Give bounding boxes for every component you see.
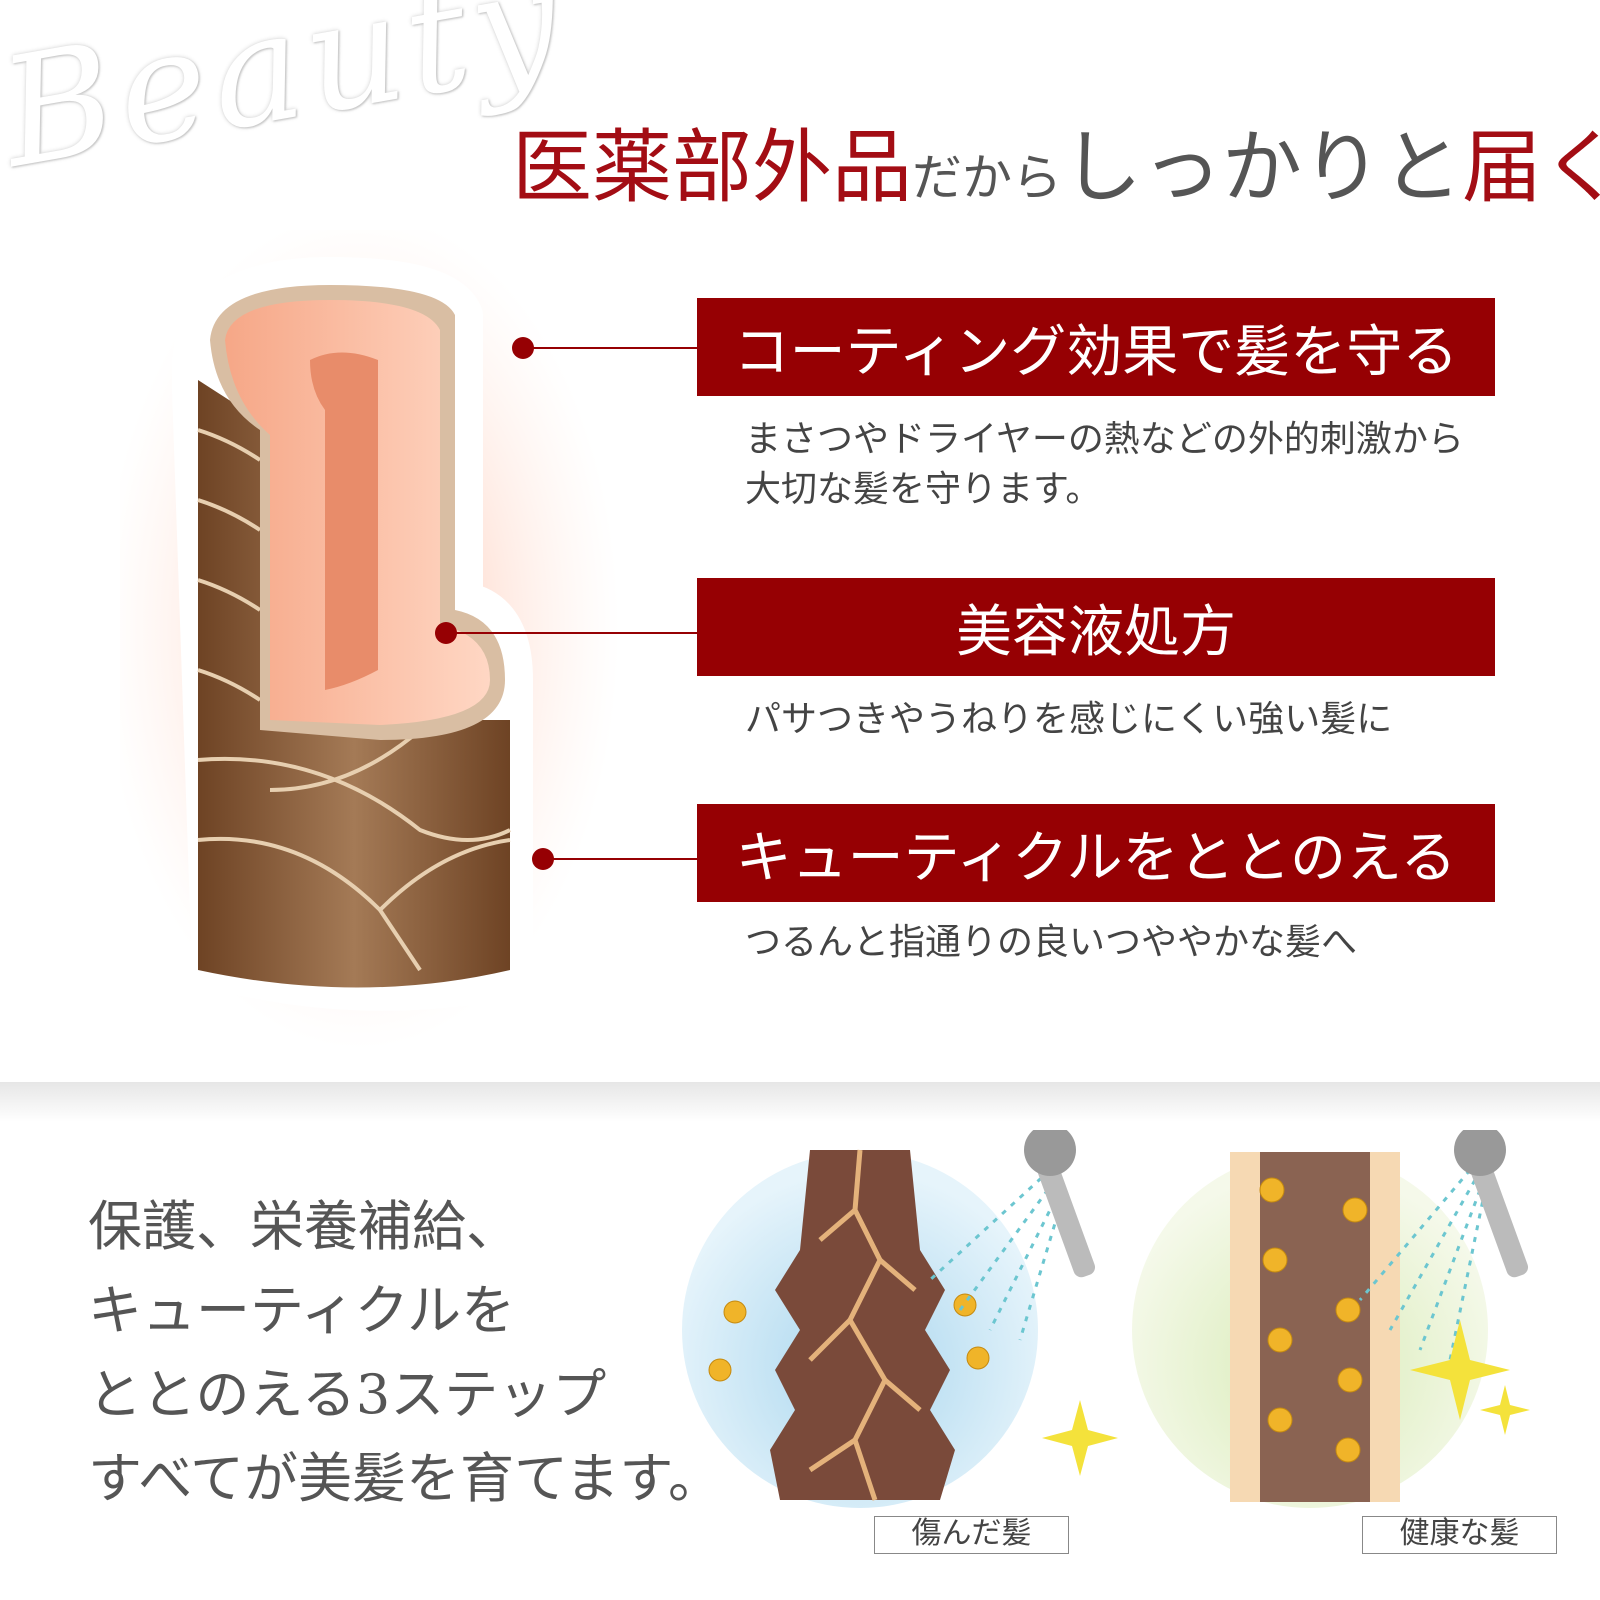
connector-line-1 (523, 347, 697, 349)
bottom-line: ととのえる3ステップ (88, 1363, 607, 1426)
healthy-hair-label: 健康な髪 (1362, 1516, 1557, 1554)
healthy-hair-illustration (1132, 1130, 1530, 1508)
section-divider (0, 1082, 1600, 1122)
bottom-message: 保護、栄養補給、 キューティクルを ととのえる3ステップ すべてが美髪を育てます… (88, 1185, 722, 1521)
hair-cross-section-illustration (120, 230, 620, 1050)
bottom-line: キューティクルを (88, 1279, 516, 1342)
feature-heading-cuticle: キューティクルをととのえる (697, 804, 1495, 902)
title-gray: しっかりと (1062, 121, 1462, 214)
feature-desc-coating: まさつやドライヤーの熱などの外的刺激から大切な髪を守ります。 (745, 415, 1464, 515)
beauty-watermark: Beauty (0, 0, 577, 202)
bottom-line: すべてが美髪を育てます。 (88, 1447, 722, 1510)
connector-line-3 (543, 858, 697, 860)
feature-desc-serum: パサつきやうねりを感じにくい強い髪に (745, 699, 1393, 740)
feature-heading-coating: コーティング効果で髪を守る (697, 298, 1495, 396)
damaged-hair-label: 傷んだ髪 (874, 1516, 1069, 1554)
connector-line-2 (446, 632, 697, 634)
desc-line: 大切な髪を守ります。 (745, 469, 1102, 510)
page-title: 医薬部外品だからしっかりと届く (512, 118, 1600, 228)
feature-desc-cuticle: つるんと指通りの良いつややかな髪へ (745, 922, 1358, 963)
cuticle-lines (197, 428, 511, 972)
damaged-hair-illustration (682, 1130, 1118, 1508)
desc-line: まさつやドライヤーの熱などの外的刺激から (745, 419, 1464, 460)
bottom-line: 保護、栄養補給、 (88, 1195, 520, 1258)
title-red-1: 医薬部外品 (512, 121, 912, 214)
title-small: だから (912, 149, 1062, 207)
title-red-2: 届く (1462, 121, 1600, 214)
feature-heading-serum: 美容液処方 (697, 578, 1495, 676)
